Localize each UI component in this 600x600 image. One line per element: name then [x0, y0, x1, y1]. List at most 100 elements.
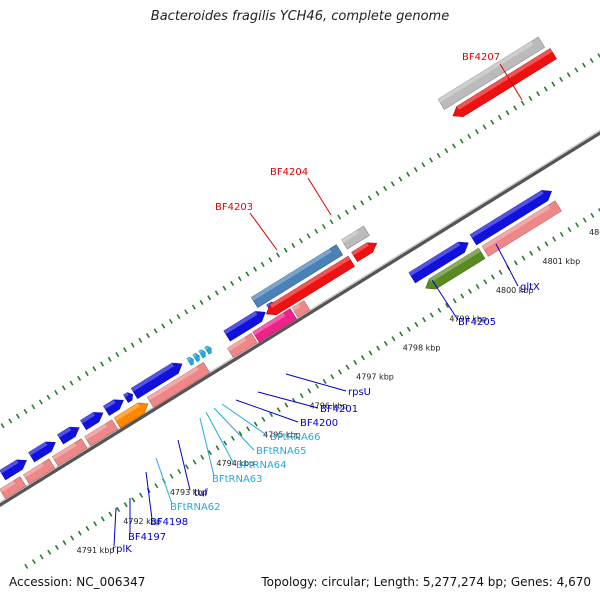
gene-feature [80, 412, 104, 431]
tick-mark [200, 454, 205, 460]
tick-mark [92, 366, 97, 372]
gene-feature [351, 242, 378, 263]
label-leader-line [285, 373, 347, 392]
gene-feature [408, 241, 469, 284]
tick-mark [31, 559, 36, 565]
gene-feature [250, 244, 344, 308]
gene-arrow [341, 225, 370, 250]
tick-mark [85, 525, 90, 531]
tick-mark [69, 380, 74, 386]
tick-mark [436, 152, 441, 158]
tick-mark [123, 502, 128, 508]
label-leader-line [155, 457, 173, 505]
tick-mark [214, 290, 219, 296]
tick-mark [222, 285, 227, 291]
gene-feature [103, 399, 124, 416]
tick-mark [398, 176, 403, 182]
tick-mark [322, 378, 327, 384]
gene-highlight [57, 427, 72, 438]
tick-mark [551, 81, 556, 87]
tick-mark [230, 435, 235, 441]
label-leader-line [213, 407, 255, 451]
tick-mark [276, 252, 281, 258]
tick-mark [582, 217, 587, 223]
gene-label: BFtRNA64 [236, 460, 287, 471]
gene-label: rpsU [348, 387, 371, 398]
gene-feature [84, 419, 119, 447]
gene-feature [0, 476, 27, 500]
tick-mark [115, 352, 120, 358]
tick-mark [429, 157, 434, 163]
tick-mark [498, 269, 503, 275]
label-leader-line [177, 439, 191, 491]
gene-feature [437, 36, 546, 110]
gene-feature [223, 311, 266, 342]
tick-mark [24, 563, 29, 569]
tick-label: 4797 kbp [356, 372, 394, 381]
tick-mark [261, 416, 266, 422]
tick-mark [559, 231, 564, 237]
tick-mark [230, 280, 235, 286]
gene-highlight [123, 392, 129, 398]
gene-arrow [204, 345, 212, 355]
tick-mark [360, 355, 365, 361]
gene-feature [204, 345, 212, 355]
tick-mark [567, 227, 572, 233]
tick-mark [107, 356, 112, 362]
tick-mark [421, 162, 426, 168]
tick-mark [337, 214, 342, 220]
tick-mark [406, 171, 411, 177]
tick-mark [61, 385, 66, 391]
tick-mark [536, 91, 541, 97]
gene-label: rplK [112, 544, 132, 555]
gene-feature [28, 441, 56, 463]
tick-mark [207, 295, 212, 301]
gene-label: BF4200 [300, 418, 338, 429]
tick-mark [283, 247, 288, 253]
tick-mark [268, 257, 273, 263]
gene-label: BF4201 [320, 404, 358, 415]
tick-mark [169, 473, 174, 479]
tick-mark [566, 72, 571, 78]
gene-label: BF4205 [458, 317, 496, 328]
gene-label: BF4197 [128, 532, 166, 543]
backbone-line [0, 130, 600, 508]
tick-mark [330, 374, 335, 380]
gene-highlight [252, 312, 286, 336]
label-leader-line [221, 403, 269, 437]
gene-highlight [438, 41, 534, 103]
tick-mark [39, 554, 44, 560]
gene-feature [341, 225, 370, 250]
label-leader-line [205, 411, 235, 465]
tick-mark [536, 246, 541, 252]
label-leader-line [495, 243, 519, 287]
tick-mark [161, 323, 166, 329]
tick-mark [376, 345, 381, 351]
tick-mark [130, 342, 135, 348]
label-leader-line [499, 63, 523, 101]
tick-mark [474, 129, 479, 135]
tick-label: 4795 kbp [263, 430, 301, 439]
tick-mark [62, 540, 67, 546]
tick-mark [176, 314, 181, 320]
tick-mark [337, 369, 342, 375]
tick-mark [184, 464, 189, 470]
gene-feature [481, 200, 562, 257]
tick-mark [589, 57, 594, 64]
tick-mark [360, 200, 365, 206]
tick-mark [177, 468, 182, 475]
tick-row-lower [24, 208, 600, 569]
tick-mark [345, 364, 350, 370]
gene-label: BF4198 [150, 517, 188, 528]
label-leader-line [235, 399, 299, 423]
label-leader-line [145, 471, 153, 520]
gene-highlight [251, 248, 332, 301]
gene-highlight [408, 242, 461, 276]
tick-mark [459, 138, 464, 144]
label-leader-line [307, 177, 332, 216]
tick-mark [291, 242, 296, 249]
tick-mark [54, 544, 59, 550]
tick-label: 4802 kbp [589, 228, 600, 237]
tick-mark [38, 399, 43, 405]
tick-mark [47, 549, 52, 555]
